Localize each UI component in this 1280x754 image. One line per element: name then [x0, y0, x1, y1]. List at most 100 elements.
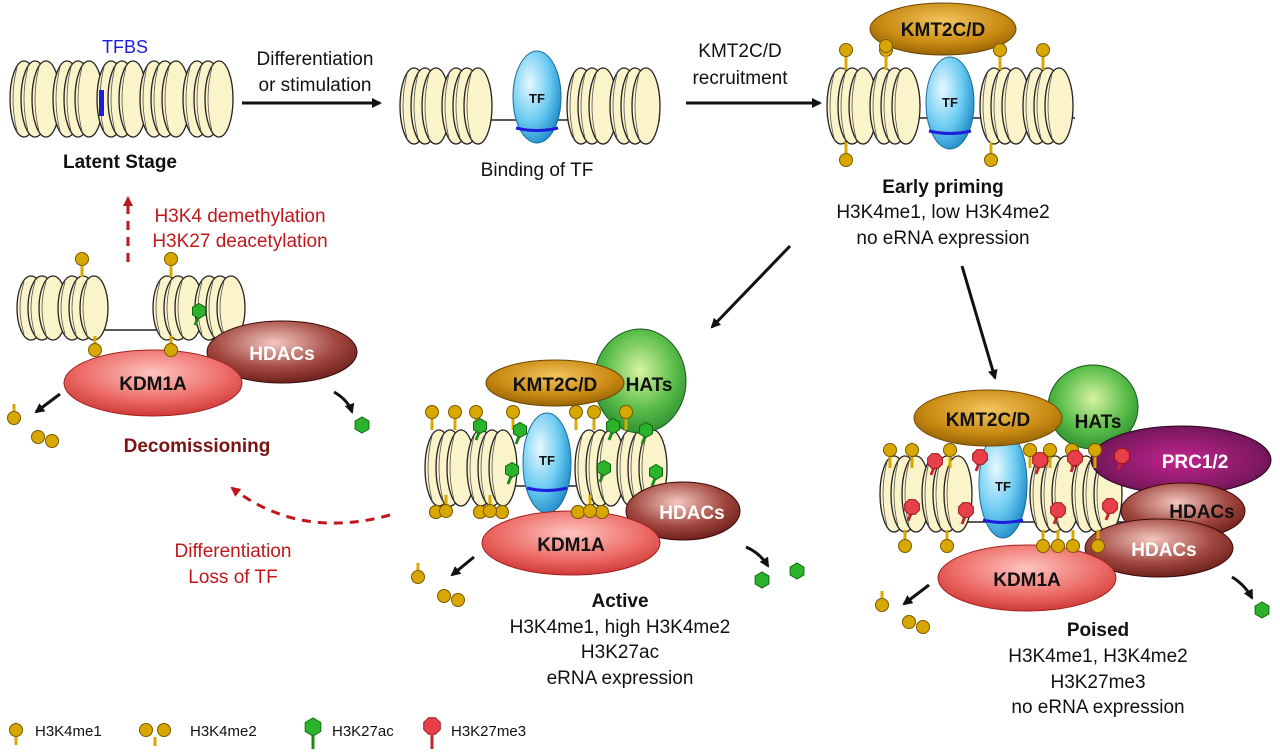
methyl-ball — [916, 620, 930, 634]
poised-desc-2: H3K27me3 — [1050, 672, 1145, 693]
differentiation-label: Differentiation — [257, 49, 374, 70]
h3k4me1-mark — [1091, 539, 1105, 553]
h3k4me1-mark — [940, 539, 954, 553]
hats-label: HATs — [626, 375, 673, 396]
active-desc-1: H3K4me1, high H3K4me2 — [510, 617, 731, 638]
tfbs-label: TFBS — [102, 37, 148, 57]
methyl-ball — [451, 593, 465, 607]
poised-title: Poised — [1067, 620, 1129, 641]
h3k4me1-mark — [943, 443, 957, 457]
active-nucleosome — [424, 429, 476, 507]
poised-desc-3: no eRNA expression — [1011, 697, 1184, 718]
tfbs-bound — [526, 486, 568, 492]
h3k4me1-mark — [448, 405, 462, 419]
h3k4me1-mark — [587, 405, 601, 419]
h3k27ac-mark — [606, 417, 620, 435]
latent-nucleosome — [52, 60, 104, 138]
transcription-factor — [925, 56, 975, 150]
active-demethylation-arrow — [450, 555, 475, 577]
released-acetyl — [789, 562, 805, 580]
h3k4me1-mark — [839, 153, 853, 167]
binding-title: Binding of TF — [481, 160, 594, 181]
released-acetyl — [754, 571, 770, 589]
h3k4me1-mark — [75, 252, 89, 266]
h3k27ac-mark — [505, 461, 519, 479]
hdacs-complex — [206, 320, 358, 384]
legend-h3k27me3: H3K27me3 — [451, 723, 526, 740]
kdm1a-complex — [481, 510, 661, 576]
h3k4me1-mark — [1023, 443, 1037, 457]
h3k27ac-mark — [649, 463, 663, 481]
h3k4me1-mark — [993, 43, 1007, 57]
h3k4me1-mark — [88, 343, 102, 357]
h3k4me1-mark — [905, 443, 919, 457]
decommissioning-title: Decomissioning — [124, 436, 271, 457]
h3k27me3-mark — [958, 502, 974, 518]
released-methyl — [7, 411, 21, 425]
poised-demethylation-arrow — [902, 583, 930, 606]
h3k4me1-mark — [839, 43, 853, 57]
legend-h3k4me1: H3K4me1 — [35, 723, 102, 740]
tf-label: TF — [995, 479, 1011, 494]
legend-h3k4me2: H3K4me2 — [190, 723, 257, 740]
h3k4me1-mark — [469, 405, 483, 419]
kmt2cd-label: KMT2C/D — [901, 20, 985, 41]
methyl-ball — [595, 505, 609, 519]
h3k4me1-mark — [1088, 443, 1102, 457]
methyl-ball — [31, 430, 45, 444]
early-priming-desc-2: no eRNA expression — [856, 228, 1029, 249]
kdm1a-label: KDM1A — [993, 570, 1061, 591]
early-nucleosome — [869, 67, 921, 145]
h3k27me3-mark — [1050, 502, 1066, 518]
methyl-ball — [875, 598, 889, 612]
h3k27me3-mark — [904, 499, 920, 515]
methyl-ball — [902, 615, 916, 629]
legend-h3k4me2-icon — [139, 723, 153, 737]
kdm1a-complex — [63, 349, 243, 417]
h3k27ac-mark — [597, 459, 611, 477]
h3k27me3-mark — [1067, 450, 1083, 466]
methyl-ball — [411, 570, 425, 584]
legend-h3k27me3-icon — [423, 717, 441, 735]
latent-nucleosome — [182, 60, 234, 138]
h3k4me1-mark — [583, 504, 597, 518]
tfbs-mark — [99, 90, 104, 116]
stimulation-label: or stimulation — [259, 75, 372, 96]
hdacs-complex — [1084, 518, 1234, 578]
methyl-ball — [437, 589, 451, 603]
h3k4me1-mark — [619, 405, 633, 419]
early-nucleosome — [979, 67, 1031, 145]
kmt2cd-label: KMT2C/D — [946, 410, 1030, 431]
h3k27me3-mark — [1102, 498, 1118, 514]
early-priming-title: Early priming — [882, 177, 1003, 198]
kmt-recruitment-label-2: recruitment — [692, 68, 788, 89]
h3k4me1-mark — [483, 504, 497, 518]
to-poised-arrow — [960, 265, 998, 380]
h3k4me1-mark — [898, 539, 912, 553]
released-acetyl — [1254, 601, 1270, 619]
kmt2cd-complex — [869, 2, 1017, 56]
h3k4me1-mark — [984, 153, 998, 167]
h3k27me3-mark — [1032, 452, 1048, 468]
kmt2cd-complex — [913, 389, 1063, 447]
poised-nucleosome — [879, 455, 931, 533]
binding-nucleosome — [441, 67, 493, 145]
tf-label: TF — [529, 91, 545, 106]
hdacs-label: HDACs — [249, 344, 314, 365]
loss-of-tf-arrow — [230, 486, 391, 525]
h3k4me1-mark — [425, 405, 439, 419]
h3k4me1-mark — [1036, 43, 1050, 57]
binding-nucleosome — [399, 67, 451, 145]
h3k27-deacetylation-label: H3K27 deacetylation — [152, 231, 327, 252]
active-title: Active — [591, 591, 648, 612]
deacetylation-release-arrow — [333, 390, 355, 414]
h3k4me1-mark — [879, 39, 893, 53]
kmt-recruitment-label-1: KMT2C/D — [698, 41, 781, 62]
latent-nucleosome — [96, 60, 148, 138]
tfbs-bound — [928, 129, 972, 135]
tfbs-bound — [515, 126, 559, 132]
decom-nucleosome — [57, 275, 109, 341]
kdm1a-label: KDM1A — [537, 535, 605, 556]
hats-label: HATs — [1075, 412, 1122, 433]
